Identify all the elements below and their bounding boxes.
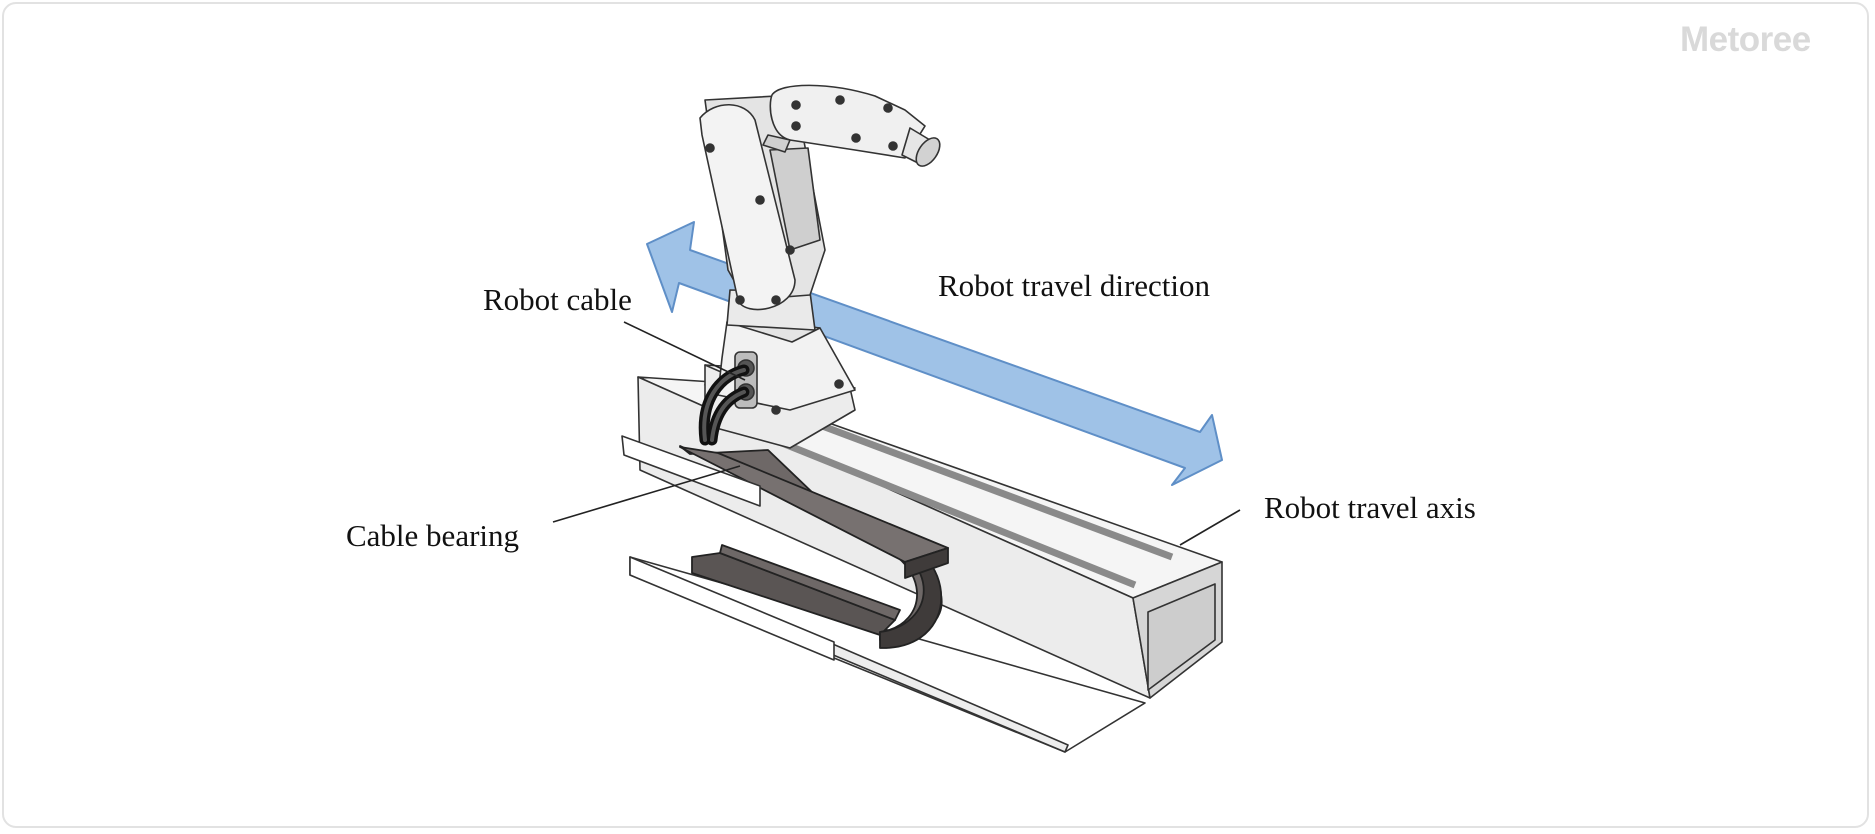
- robot-arm: [699, 84, 941, 331]
- robot-cable-label: Robot cable: [483, 282, 632, 317]
- upper-cable-tray: [621, 435, 761, 507]
- cable-bearing: [679, 445, 949, 649]
- lower-cable-tray: [629, 556, 835, 661]
- robot-travel-direction-label: Robot travel direction: [938, 268, 1211, 303]
- robot-cable-leader: [623, 321, 746, 381]
- cable-bearing-leader: [552, 465, 741, 523]
- leader-lines: [552, 321, 1241, 546]
- robot-base: [704, 319, 856, 449]
- cable-bearing-label: Cable bearing: [346, 518, 520, 553]
- robot-travel-axis-label: Robot travel axis: [1264, 490, 1476, 525]
- robot-travel-axis-leader: [1179, 509, 1241, 546]
- brand-watermark: Metoree: [1680, 20, 1811, 59]
- robot-cable: [698, 364, 750, 446]
